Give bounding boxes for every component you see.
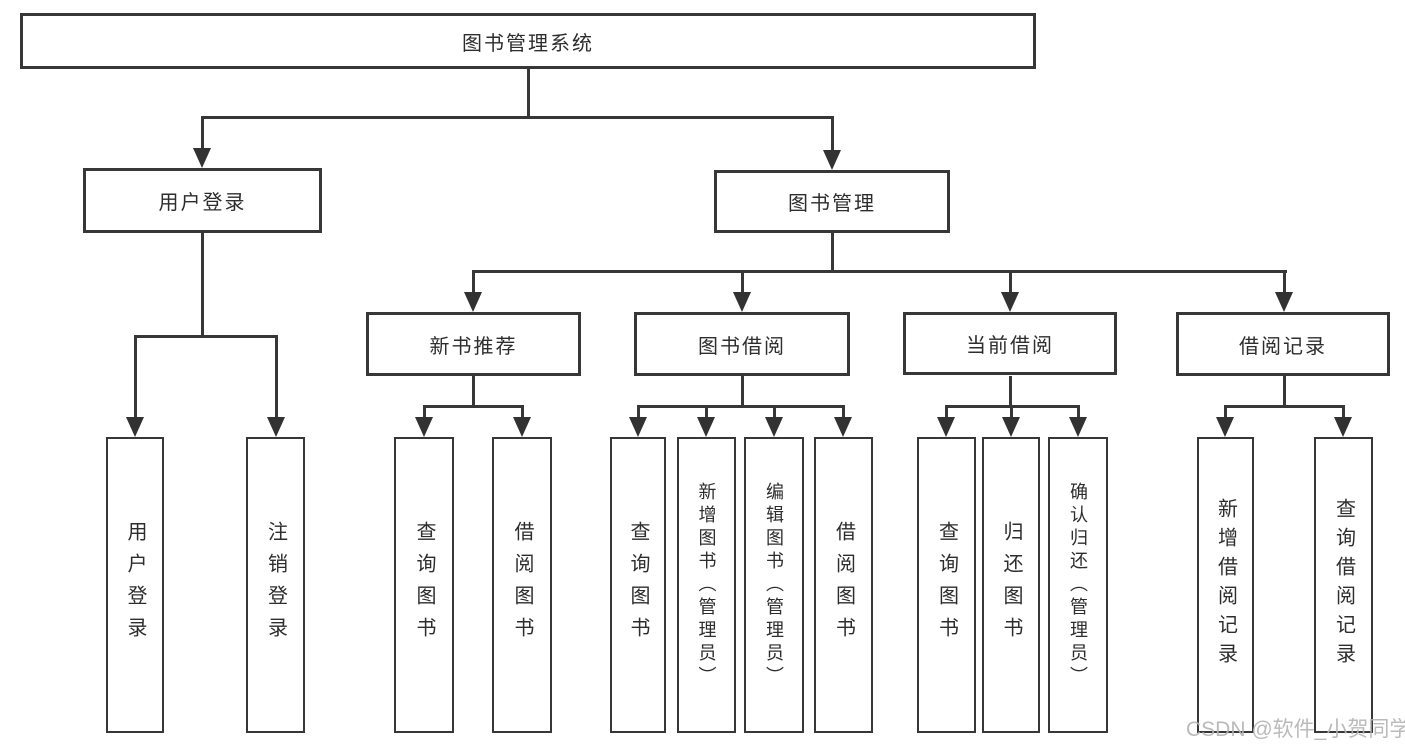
arrowhead-bb-query <box>629 417 647 437</box>
leaf-label: 编辑图书（管理员） <box>764 481 784 689</box>
connector-drop-new-books <box>472 270 475 292</box>
connector-drop-cb-confirm <box>1077 405 1080 419</box>
arrowhead-book-borrow <box>733 292 751 312</box>
arrowhead-user-login <box>193 148 211 168</box>
connector-current-borrow-stem <box>1009 376 1012 408</box>
connector-drop-user-login <box>201 116 204 150</box>
connector-drop-login <box>134 335 137 419</box>
connector-drop-book-borrow <box>741 270 744 292</box>
connector-borrow-records-split <box>1224 405 1345 408</box>
connector-user-login-stem <box>201 233 204 338</box>
leaf-label: 借阅图书 <box>832 521 855 649</box>
connector-drop-nb-borrow <box>521 405 524 419</box>
connector-book-management-stem <box>831 233 834 273</box>
leaf-bb-edit-books-admin: 编辑图书（管理员） <box>744 437 804 733</box>
arrowhead-bb-add <box>697 417 715 437</box>
leaf-cb-query-books: 查询图书 <box>917 437 976 733</box>
node-label: 图书管理系统 <box>462 32 594 55</box>
leaf-label: 查询图书 <box>935 521 958 649</box>
arrowhead-login <box>126 417 144 437</box>
connector-new-books-stem <box>472 376 475 408</box>
node-label: 图书管理 <box>788 193 876 215</box>
node-label: 借阅记录 <box>1239 335 1327 358</box>
node-book-borrowing: 图书借阅 <box>634 312 850 376</box>
leaf-br-add-record: 新增借阅记录 <box>1197 437 1254 733</box>
connector-drop-logout <box>275 335 278 419</box>
arrowhead-br-add <box>1216 417 1234 437</box>
connector-drop-bb-borrow <box>842 405 845 419</box>
leaf-label: 新增借阅记录 <box>1214 498 1237 672</box>
connector-root-split <box>201 116 833 119</box>
connector-new-books-split <box>423 405 524 408</box>
leaf-label: 注销登录 <box>264 521 287 649</box>
leaf-cb-confirm-return-admin: 确认归还（管理员） <box>1048 437 1108 733</box>
arrowhead-cb-return <box>1002 417 1020 437</box>
leaf-br-query-record: 查询借阅记录 <box>1314 437 1373 733</box>
connector-borrow-records-stem <box>1283 376 1286 408</box>
arrowhead-current-borrow <box>1001 292 1019 312</box>
node-label: 当前借阅 <box>966 335 1054 357</box>
node-book-management: 图书管理 <box>714 170 950 233</box>
arrowhead-book-management <box>823 150 841 170</box>
leaf-bb-borrow-books: 借阅图书 <box>814 437 873 733</box>
leaf-label: 用户登录 <box>124 521 146 649</box>
node-label: 图书借阅 <box>698 335 786 358</box>
connector-book-borrow-split <box>637 405 845 408</box>
node-user-login: 用户登录 <box>83 168 322 233</box>
arrowhead-cb-confirm <box>1069 417 1087 437</box>
connector-root-stem <box>527 69 530 118</box>
arrowhead-br-query <box>1334 417 1352 437</box>
node-label: 用户登录 <box>158 192 247 214</box>
leaf-logout: 注销登录 <box>246 437 305 733</box>
connector-drop-borrow-records <box>1283 270 1286 292</box>
leaf-label: 查询图书 <box>627 521 649 649</box>
connector-drop-book-management <box>831 116 834 152</box>
node-label: 新书推荐 <box>429 335 518 358</box>
node-borrowing-records: 借阅记录 <box>1176 312 1390 376</box>
leaf-label: 归还图书 <box>1000 521 1022 649</box>
csdn-watermark: CSDN @软件_小贺同学 <box>1186 718 1405 741</box>
leaf-cb-return-books: 归还图书 <box>982 437 1040 733</box>
connector-drop-cb-return <box>1010 405 1013 419</box>
connector-drop-nb-query <box>423 405 426 419</box>
connector-drop-br-add <box>1224 405 1227 419</box>
leaf-nb-query-books: 查询图书 <box>394 437 454 733</box>
arrowhead-new-books <box>464 292 482 312</box>
node-library-management-system: 图书管理系统 <box>20 13 1036 69</box>
leaf-label: 查询借阅记录 <box>1332 498 1355 672</box>
connector-drop-br-query <box>1342 405 1345 419</box>
arrowhead-bb-edit <box>765 417 783 437</box>
leaf-bb-add-books-admin: 新增图书（管理员） <box>677 437 736 733</box>
connector-book-management-split <box>472 270 1287 273</box>
connector-user-login-split <box>134 335 278 338</box>
leaf-label: 新增图书（管理员） <box>696 481 717 689</box>
connector-book-borrow-stem <box>741 376 744 408</box>
connector-drop-cb-query <box>945 405 948 419</box>
node-current-borrowing: 当前借阅 <box>903 312 1117 375</box>
arrowhead-bb-borrow <box>834 417 852 437</box>
connector-drop-bb-add <box>705 405 708 419</box>
arrowhead-cb-query <box>937 417 955 437</box>
arrowhead-nb-borrow <box>513 417 531 437</box>
arrowhead-logout <box>267 417 285 437</box>
leaf-user-login: 用户登录 <box>106 437 164 733</box>
arrowhead-borrow-records <box>1275 292 1293 312</box>
node-new-book-recommend: 新书推荐 <box>366 312 581 376</box>
connector-drop-bb-edit <box>773 405 776 419</box>
leaf-label: 借阅图书 <box>511 521 533 649</box>
leaf-nb-borrow-books: 借阅图书 <box>492 437 552 733</box>
leaf-label: 查询图书 <box>413 521 435 649</box>
leaf-bb-query-books: 查询图书 <box>610 437 666 733</box>
arrowhead-nb-query <box>415 417 433 437</box>
connector-drop-bb-query <box>637 405 640 419</box>
connector-drop-current-borrow <box>1009 270 1012 292</box>
leaf-label: 确认归还（管理员） <box>1068 481 1088 689</box>
